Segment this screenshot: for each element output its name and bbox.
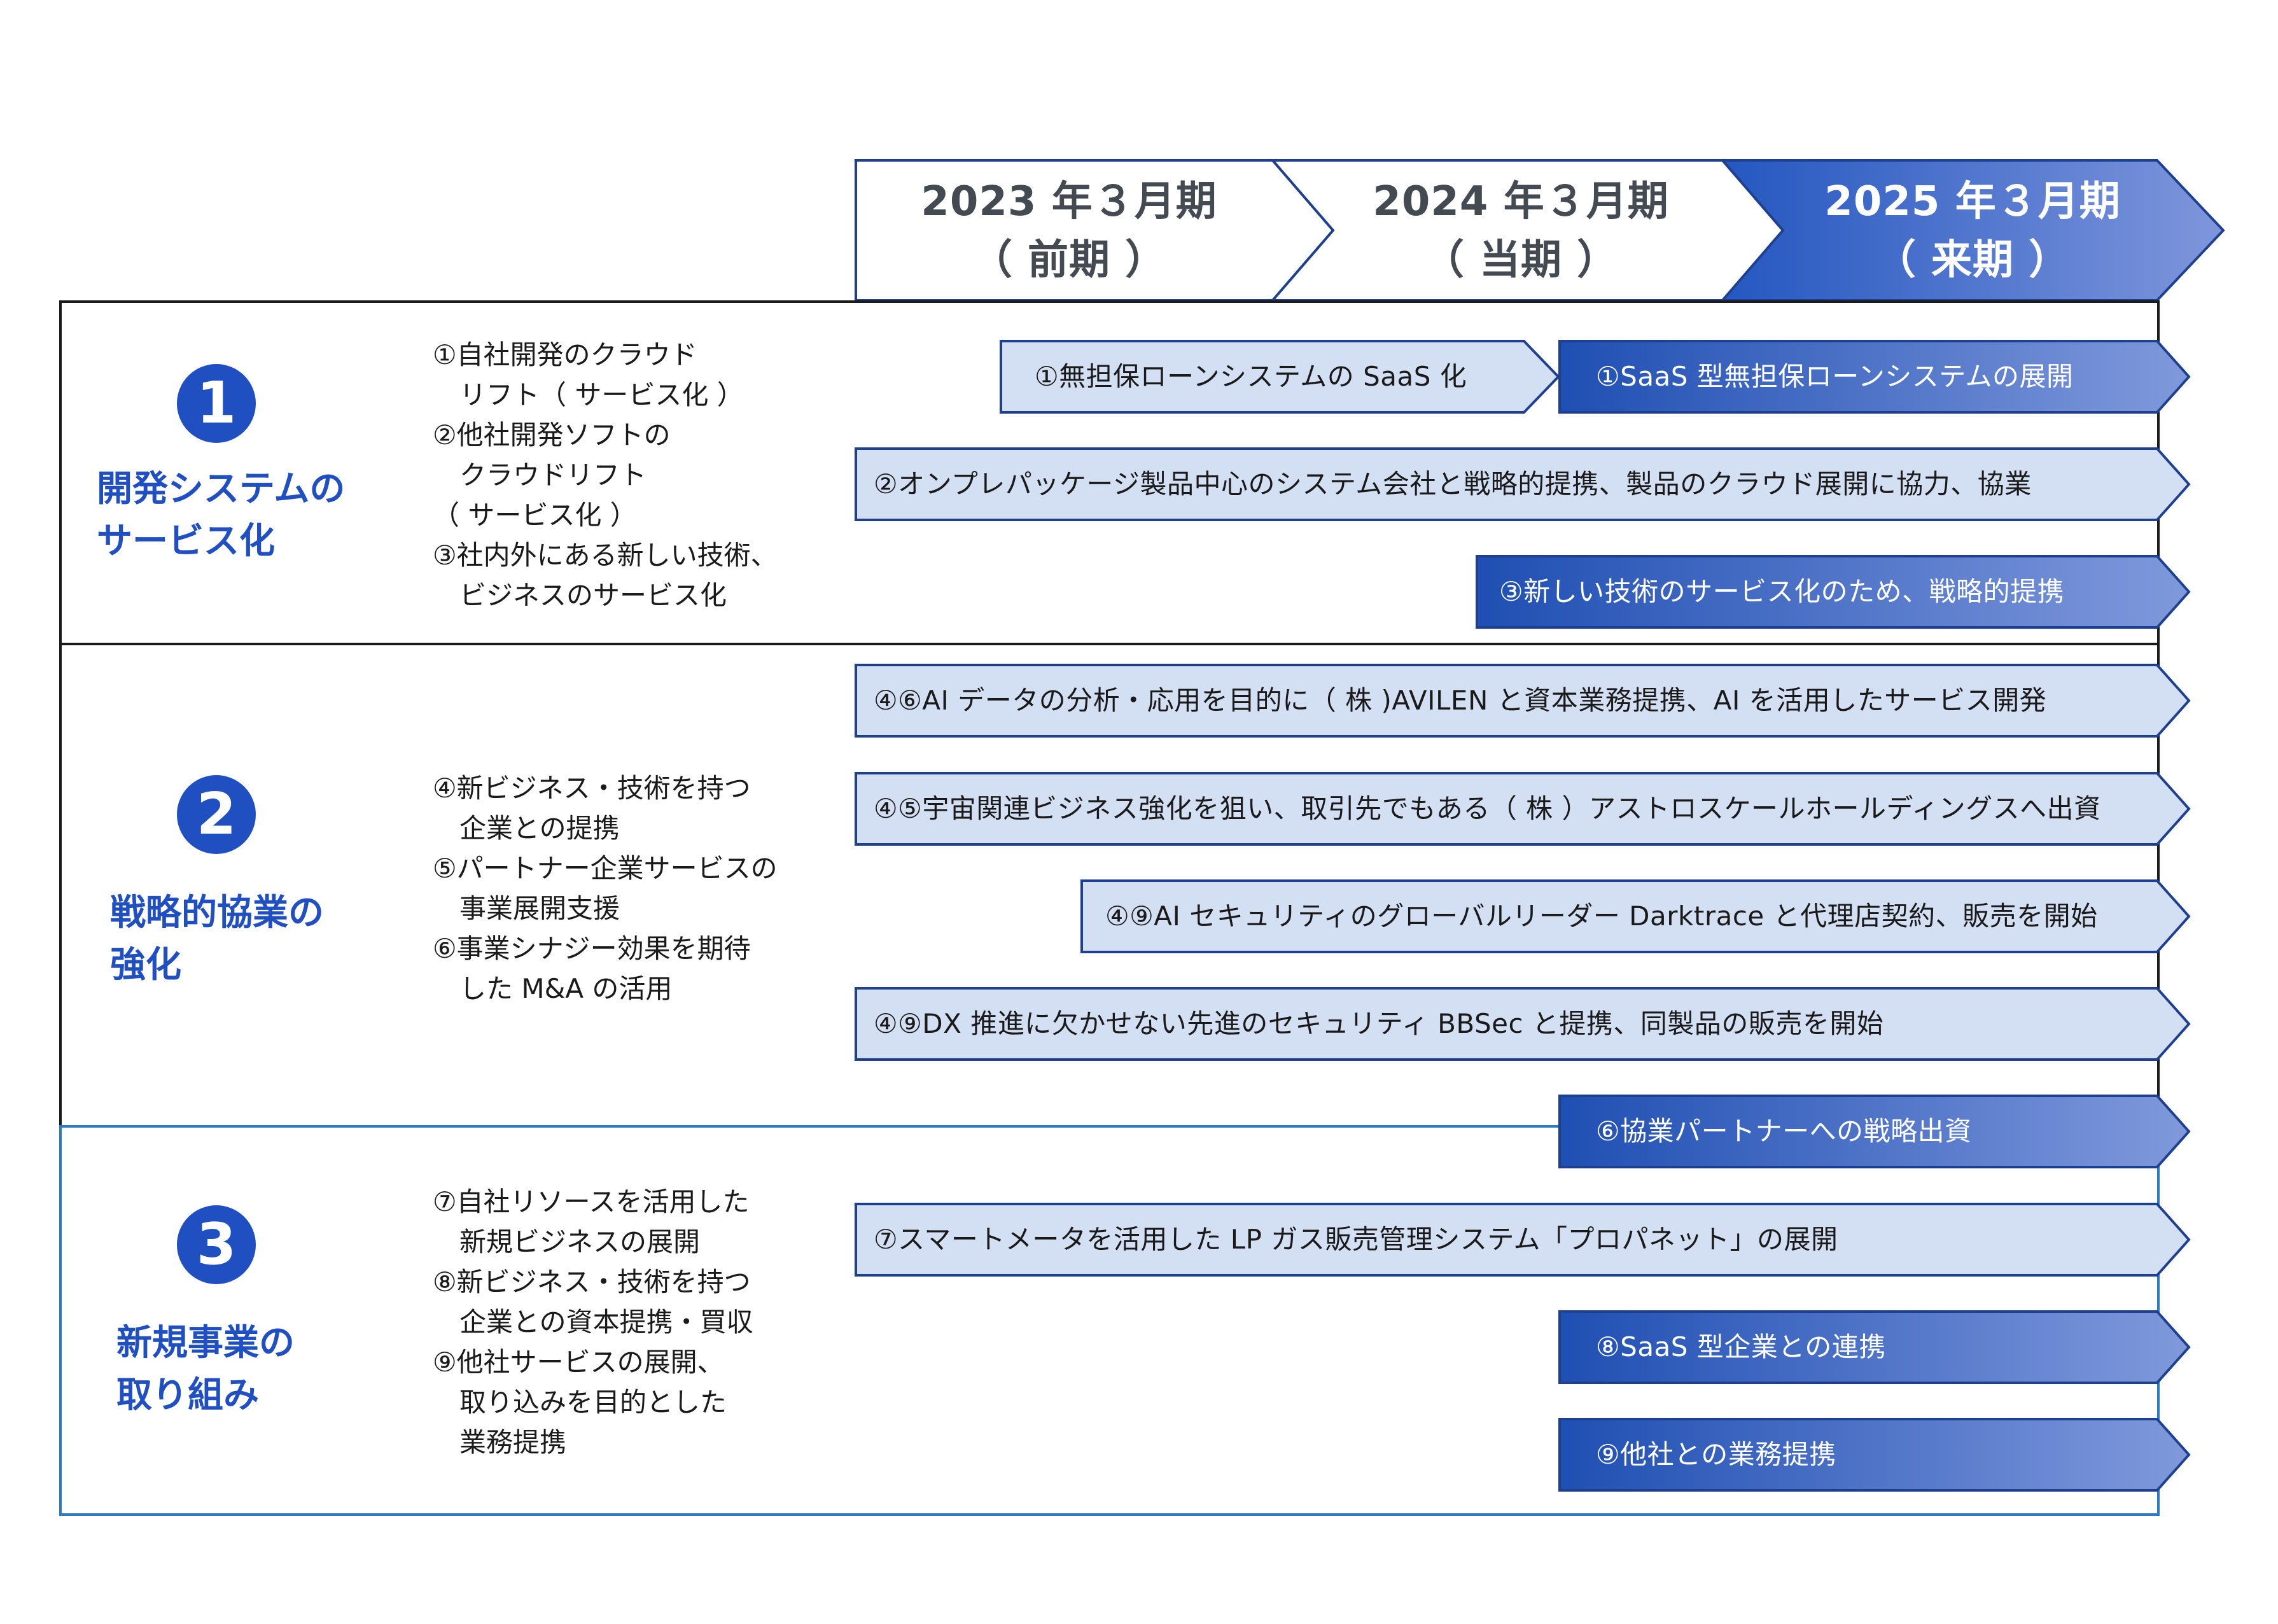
arrow-label-1a: ①無担保ローンシステムの SaaS 化 (1035, 361, 1467, 392)
section-1-title: 開発システムの サービス化 (97, 468, 346, 562)
period-2025-year: 2025 年３月期 (1824, 178, 2121, 225)
arrow-shape-10 (1558, 1310, 2191, 1384)
arrow-shape-11 (1558, 1418, 2191, 1492)
section-3-title: 新規事業の 取り組み (116, 1322, 295, 1416)
arrow-label-1b: ①SaaS 型無担保ローンシステムの展開 (1596, 361, 2074, 392)
period-2025-term: （ 来期 ） (1875, 237, 2071, 284)
arrow-label-5: ④⑤宇宙関連ビジネス強化を狙い、取引先でもある（ 株 ）アストロスケールホールデ… (874, 793, 2101, 824)
arrow-shape-6 (1080, 879, 2191, 953)
arrow-shape-1a (1000, 340, 1560, 414)
section-3-list: ⑦自社リソースを活用した 新規ビジネスの展開 ⑧新ビジネス・技術を持つ 企業との… (433, 1186, 753, 1458)
arrow-shape-2 (855, 447, 2191, 521)
arrow-label-4: ④⑥AI データの分析・応用を目的に（ 株 )AVILEN と資本業務提携、AI… (874, 685, 2047, 716)
arrow-shape-1b (1558, 340, 2191, 414)
arrow-label-11: ⑨他社との業務提携 (1596, 1439, 1836, 1470)
section-2-list: ④新ビジネス・技術を持つ 企業との提携 ⑤パートナー企業サービスの 事業展開支援… (433, 773, 778, 1004)
arrow-label-3: ③新しい技術のサービス化のため、戦略的提携 (1499, 576, 2065, 607)
section-1-number-badge: 1 (177, 364, 256, 443)
arrow-label-6: ④⑨AI セキュリティのグローバルリーダー Darktrace と代理店契約、販… (1105, 900, 2098, 932)
arrow-label-8: ⑥協業パートナーへの戦略出資 (1596, 1116, 1972, 1147)
section-1-list: ①自社開発のクラウド リフト（ サービス化 ） ②他社開発ソフトの クラウドリフ… (433, 339, 778, 611)
period-2023: 2023 年３月期 （ 前期 ） (878, 171, 1260, 291)
section-2-title: 戦略的協業の 強化 (110, 892, 324, 986)
period-2024-year: 2024 年３月期 (1373, 178, 1669, 225)
period-2024: 2024 年３月期 （ 当期 ） (1330, 171, 1712, 291)
arrow-label-9: ⑦スマートメータを活用した LP ガス販売管理システム「プロパネット」の展開 (874, 1224, 1838, 1255)
arrow-label-2: ②オンプレパッケージ製品中心のシステム会社と戦略的提携、製品のクラウド展開に協力… (874, 468, 2032, 500)
period-2023-term: （ 前期 ） (971, 237, 1167, 284)
arrow-shape-9 (855, 1203, 2191, 1277)
period-2023-year: 2023 年３月期 (921, 178, 1217, 225)
arrow-label-10: ⑧SaaS 型企業との連携 (1596, 1331, 1886, 1362)
arrow-shape-4 (855, 664, 2191, 738)
period-2024-term: （ 当期 ） (1423, 237, 1619, 284)
arrow-shape-7 (855, 987, 2191, 1061)
section-2-number-badge: 2 (177, 775, 256, 854)
arrow-shape-5 (855, 772, 2191, 846)
arrow-shape-3 (1476, 555, 2191, 629)
arrow-shape-8 (1558, 1095, 2191, 1168)
section-3-number-badge: 3 (177, 1205, 256, 1284)
period-2025: 2025 年３月期 （ 来期 ） (1782, 171, 2163, 291)
arrow-label-7: ④⑨DX 推進に欠かせない先進のセキュリティ BBSec と提携、同製品の販売を… (874, 1008, 1884, 1039)
